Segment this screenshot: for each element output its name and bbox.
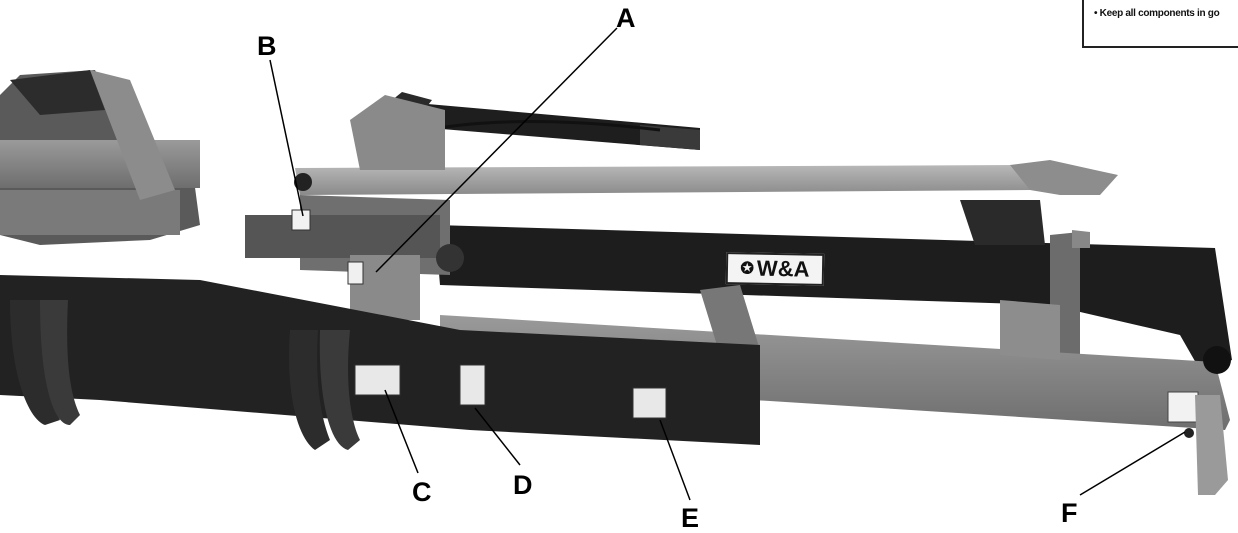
leader-line-a: [375, 27, 618, 273]
leader-line-b: [269, 59, 304, 217]
toolbar: [0, 275, 760, 445]
note-box: • Keep all components in go: [1082, 0, 1238, 48]
leader-line-d: [474, 407, 521, 466]
leader-line-c: [384, 389, 419, 474]
brand-plate: ✪ W&A: [725, 252, 825, 286]
callout-e: E: [681, 503, 700, 533]
brand-emblem-icon: ✪: [740, 260, 755, 278]
note-text: • Keep all components in go: [1094, 8, 1220, 19]
shanks: [10, 300, 360, 450]
callout-d: D: [513, 470, 533, 500]
callout-b: B: [257, 31, 277, 61]
leader-line-e: [659, 419, 691, 501]
right-bracket: [1167, 346, 1231, 495]
callout-a: A: [616, 3, 636, 33]
main-beam: [245, 195, 1232, 370]
upper-arm: [294, 95, 1118, 195]
brand-text: W&A: [756, 255, 810, 282]
callout-c: C: [412, 477, 432, 507]
leader-lines: [269, 27, 1186, 501]
leader-line-f: [1079, 431, 1186, 496]
left-rear-assembly: [0, 70, 200, 245]
callout-f: F: [1061, 498, 1078, 528]
